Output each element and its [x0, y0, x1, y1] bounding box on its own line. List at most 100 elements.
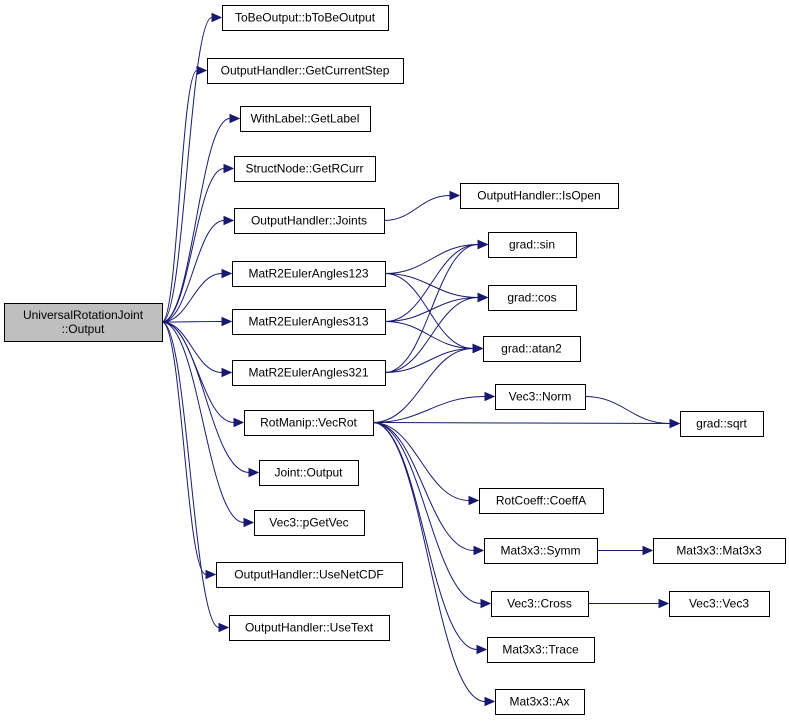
arrow-head-mat321-to-sin — [477, 239, 489, 250]
node-sqrt[interactable]: grad::sqrt — [680, 411, 764, 437]
node-mat3x3-box[interactable] — [653, 538, 786, 564]
node-vecrot[interactable]: RotManip::VecRot — [244, 410, 374, 436]
node-jointoutput-label-0: Joint::Output — [274, 466, 343, 480]
node-trace[interactable]: Mat3x3::Trace — [487, 637, 595, 663]
node-mat3x3-label-0: Mat3x3::Mat3x3 — [676, 544, 762, 558]
node-mat321-box[interactable] — [232, 360, 386, 386]
edge-mat321-to-cos — [384, 297, 487, 373]
node-mat123-box[interactable] — [232, 261, 386, 287]
node-vec3-box[interactable] — [669, 591, 770, 617]
arrow-head-norm-to-sqrt — [669, 418, 681, 429]
arrow-head-root-to-mat313 — [221, 316, 233, 327]
arrow-head-joints-to-isopen — [449, 190, 461, 201]
node-cross[interactable]: Vec3::Cross — [491, 591, 589, 617]
node-sqrt-box[interactable] — [680, 411, 764, 437]
node-atan2-box[interactable] — [483, 336, 581, 362]
node-sin-label-0: grad::sin — [509, 238, 555, 252]
arrow-head-root-to-pgetvec — [243, 517, 255, 528]
arrow-head-root-to-getcurrentstep — [196, 65, 208, 76]
node-usenetcdf-label-0: OutputHandler::UseNetCDF — [234, 568, 383, 582]
node-usenetcdf[interactable]: OutputHandler::UseNetCDF — [216, 562, 403, 588]
node-pgetvec[interactable]: Vec3::pGetVec — [254, 510, 365, 536]
node-vec3[interactable]: Vec3::Vec3 — [669, 591, 770, 617]
node-atan2[interactable]: grad::atan2 — [483, 336, 581, 362]
node-symm[interactable]: Mat3x3::Symm — [484, 538, 598, 564]
arrow-head-root-to-tobeoutput — [211, 12, 223, 23]
node-getrcurr-box[interactable] — [234, 156, 376, 182]
node-usetext[interactable]: OutputHandler::UseText — [229, 615, 390, 641]
node-coeffa-box[interactable] — [479, 488, 604, 514]
edge-norm-to-sqrt — [584, 396, 679, 424]
node-mat321-label-0: MatR2EulerAngles321 — [248, 366, 368, 380]
node-ax[interactable]: Mat3x3::Ax — [495, 689, 585, 715]
node-norm-label-0: Vec3::Norm — [509, 390, 572, 404]
node-vecrot-label-0: RotManip::VecRot — [260, 416, 357, 430]
edge-vecrot-to-norm — [372, 396, 494, 423]
node-getcurrentstep[interactable]: OutputHandler::GetCurrentStep — [207, 58, 404, 84]
node-root-box[interactable] — [4, 303, 163, 342]
node-trace-box[interactable] — [487, 637, 595, 663]
node-joints-box[interactable] — [234, 208, 385, 234]
nodes-layer: UniversalRotationJoint::Output ToBeOutput… — [4, 5, 786, 715]
arrow-head-root-to-vecrot — [233, 417, 245, 428]
edge-root-to-getlabel — [161, 118, 239, 323]
arrow-head-root-to-getlabel — [229, 113, 241, 124]
edge-root-to-jointoutput — [161, 321, 258, 473]
node-pgetvec-box[interactable] — [254, 510, 365, 536]
node-cross-box[interactable] — [491, 591, 589, 617]
node-coeffa[interactable]: RotCoeff::CoeffA — [479, 488, 604, 514]
node-cos-box[interactable] — [488, 285, 577, 311]
arrow-head-root-to-usetext — [218, 622, 230, 633]
node-getrcurr[interactable]: StructNode::GetRCurr — [234, 156, 376, 182]
node-joints-label-0: OutputHandler::Joints — [251, 214, 367, 228]
node-ax-label-0: Mat3x3::Ax — [509, 695, 569, 709]
node-getlabel[interactable]: WithLabel::GetLabel — [240, 106, 371, 132]
node-cos[interactable]: grad::cos — [488, 285, 577, 311]
node-usenetcdf-box[interactable] — [216, 562, 403, 588]
arrow-head-root-to-getrcurr — [223, 163, 235, 174]
edge-mat123-to-atan2 — [384, 273, 482, 349]
node-symm-label-0: Mat3x3::Symm — [500, 544, 580, 558]
node-mat3x3[interactable]: Mat3x3::Mat3x3 — [653, 538, 786, 564]
edge-root-to-mat123 — [161, 273, 231, 323]
node-sin[interactable]: grad::sin — [488, 232, 577, 258]
node-norm[interactable]: Vec3::Norm — [495, 384, 586, 410]
arrow-head-mat321-to-cos — [477, 292, 489, 303]
node-trace-label-0: Mat3x3::Trace — [502, 643, 579, 657]
node-jointoutput[interactable]: Joint::Output — [259, 460, 359, 486]
edge-vecrot-to-cross — [372, 422, 490, 604]
arrow-head-cross-to-vec3 — [658, 598, 670, 609]
arrow-head-vecrot-to-atan2 — [472, 343, 484, 354]
edge-root-to-getrcurr — [161, 168, 233, 323]
node-joints[interactable]: OutputHandler::Joints — [234, 208, 385, 234]
node-tobeoutput-label-0: ToBeOutput::bToBeOutput — [235, 11, 376, 25]
node-norm-box[interactable] — [495, 384, 586, 410]
node-root[interactable]: UniversalRotationJoint::Output — [4, 303, 163, 342]
node-mat313-box[interactable] — [232, 309, 386, 335]
arrow-head-root-to-usenetcdf — [205, 569, 217, 580]
node-mat313[interactable]: MatR2EulerAngles313 — [232, 309, 386, 335]
node-isopen-box[interactable] — [460, 183, 619, 209]
node-getlabel-label-0: WithLabel::GetLabel — [251, 112, 360, 126]
edge-vecrot-to-ax — [372, 422, 494, 702]
node-mat321[interactable]: MatR2EulerAngles321 — [232, 360, 386, 386]
node-getlabel-box[interactable] — [240, 106, 371, 132]
edge-mat321-to-sin — [384, 244, 487, 373]
edge-mat313-to-atan2 — [384, 321, 482, 349]
node-jointoutput-box[interactable] — [259, 460, 359, 486]
node-isopen[interactable]: OutputHandler::IsOpen — [460, 183, 619, 209]
node-vecrot-box[interactable] — [244, 410, 374, 436]
node-mat123[interactable]: MatR2EulerAngles123 — [232, 261, 386, 287]
arrow-head-vecrot-to-trace — [476, 644, 488, 655]
node-sin-box[interactable] — [488, 232, 577, 258]
node-getcurrentstep-box[interactable] — [207, 58, 404, 84]
node-coeffa-label-0: RotCoeff::CoeffA — [496, 494, 586, 508]
node-tobeoutput[interactable]: ToBeOutput::bToBeOutput — [222, 5, 389, 31]
node-symm-box[interactable] — [484, 538, 598, 564]
node-usetext-box[interactable] — [229, 615, 390, 641]
node-tobeoutput-box[interactable] — [222, 5, 389, 31]
arrow-head-root-to-mat123 — [221, 268, 233, 279]
node-ax-box[interactable] — [495, 689, 585, 715]
